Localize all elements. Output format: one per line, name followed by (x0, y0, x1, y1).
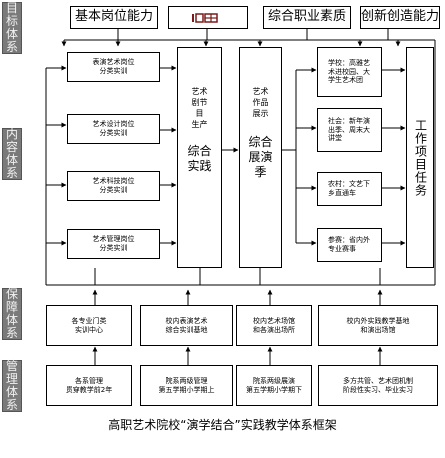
production-column: 艺术 剧节 目 生产 综合 实践 (177, 47, 222, 268)
exhibit-subtitle: 综合 展演 季 (248, 135, 273, 179)
production-title: 艺术 剧节 目 生产 (191, 87, 208, 129)
goal-comprehensive-quality: 综合职业素质 (263, 6, 351, 29)
activity-school: 学校：高雅艺 术进校园、大 学生艺术团 (317, 47, 382, 97)
post-management-training: 艺术管理岗位 分类实训 (67, 229, 160, 259)
exhibit-column: 艺术 作品 展示 综合 展演 季 (239, 47, 282, 268)
post-performance-training: 表演艺术岗位 分类实训 (67, 52, 160, 82)
support-venues: 校内艺术场馆 和各演出场所 (236, 305, 312, 346)
goal-innovation-ability: 创新创造能力 (360, 6, 440, 29)
workload-column: 工作项目任务 (406, 47, 434, 268)
goal-logo-icon (192, 12, 218, 23)
content-system-label: 内容 体系 (2, 128, 22, 180)
figure-caption: 高职艺术院校“演学结合”实践教学体系框架 (108, 418, 337, 432)
support-training-center: 各专业门类 实训中心 (46, 305, 132, 346)
manage-exhibition: 院系两级展演 第五学期小学期下 (236, 365, 312, 406)
support-system-label: 保障 体系 (2, 288, 22, 340)
activity-competition: 参赛：省内外 专业赛事 (317, 228, 382, 262)
post-technology-training: 艺术科技岗位 分类实训 (67, 171, 160, 201)
production-subtitle: 综合 实践 (187, 144, 212, 173)
manage-system-label: 管理 体系 (2, 360, 22, 412)
activity-countryside: 农村：文艺下 乡直通车 (317, 172, 382, 206)
post-design-training: 艺术设计岗位 分类实训 (67, 114, 160, 144)
support-practice-bases: 校内外实践教学基地 和演出场馆 (318, 305, 438, 346)
manage-two-level: 院系两级管理 第五学期小学期上 (140, 365, 233, 406)
goal-blank (168, 6, 248, 29)
goal-system-label: 目标 体系 (2, 2, 22, 54)
manage-multi-party: 多方共管、艺术团机制 阶段性实习、毕业实习 (318, 365, 438, 406)
activity-society: 社会：新年演 出季、周末大 讲堂 (317, 108, 382, 152)
goal-basic-ability: 基本岗位能力 (70, 6, 158, 29)
support-performance-base: 校内表演艺术 综合实训基地 (140, 305, 233, 346)
exhibit-title: 艺术 作品 展示 (252, 87, 269, 118)
manage-department: 各系管理 贯穿教学前2年 (46, 365, 132, 406)
